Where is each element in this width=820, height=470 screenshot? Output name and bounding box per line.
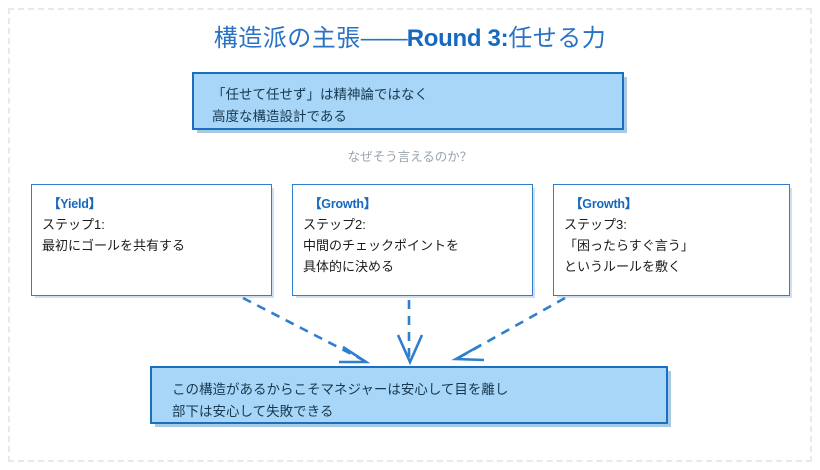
step-card-2: 【Growth】 ステップ2: 中間のチェックポイントを 具体的に決める (292, 184, 533, 296)
title-tail: 任せる力 (508, 25, 607, 52)
step-card-2-body: ステップ2: 中間のチェックポイントを 具体的に決める (303, 217, 460, 274)
conclusion-box: この構造があるからこそマネジャーは安心して目を離し 部下は安心して失敗できる (150, 366, 668, 424)
step-card-1: 【Yield】 ステップ1: 最初にゴールを共有する (31, 184, 272, 296)
conclusion-text: この構造があるからこそマネジャーは安心して目を離し 部下は安心して失敗できる (172, 382, 509, 419)
step-card-3-tag: 【Growth】 (570, 197, 638, 211)
connector-arrow-1 (242, 296, 371, 364)
connector-arrow-2 (396, 300, 424, 366)
thesis-box: 「任せて任せず」は精神論ではなく 高度な構造設計である (192, 72, 624, 130)
title-round: Round 3: (406, 25, 509, 52)
step-card-1-tag: 【Yield】 (48, 197, 102, 211)
thesis-text: 「任せて任せず」は精神論ではなく 高度な構造設計である (212, 87, 428, 124)
connector-arrow-3 (451, 296, 566, 362)
title-main: 構造派の主張 (213, 25, 361, 52)
question-caption: なぜそう言えるのか？ (347, 150, 473, 164)
title-dash: —— (360, 25, 408, 52)
page-title: 構造派の主張——Round 3:任せる力 (0, 24, 820, 54)
step-card-3: 【Growth】 ステップ3: 「困ったらすぐ言う」 というルールを敷く (553, 184, 790, 296)
step-card-2-tag: 【Growth】 (309, 197, 377, 211)
step-card-1-body: ステップ1: 最初にゴールを共有する (42, 217, 186, 253)
step-card-3-body: ステップ3: 「困ったらすぐ言う」 というルールを敷く (564, 217, 694, 274)
